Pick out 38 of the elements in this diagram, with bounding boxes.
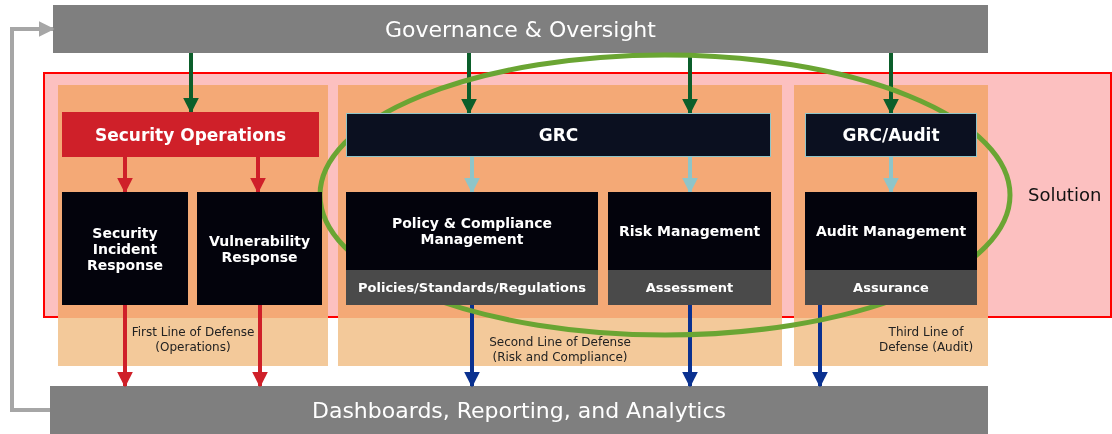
module-box: [805, 192, 977, 305]
category-bar: Assurance: [805, 270, 977, 305]
arrow: [252, 305, 268, 388]
module-title: Policy & Compliance Management: [390, 215, 554, 247]
arrow: [461, 53, 477, 115]
module-box: [197, 192, 322, 305]
module-title: Audit Management: [815, 223, 967, 239]
category-bar: Assessment: [608, 270, 771, 305]
module-header: GRC: [346, 113, 771, 157]
category-bar: Policies/Standards/Regulations: [346, 270, 598, 305]
module-header: Security Operations: [62, 112, 319, 157]
module-box: [346, 192, 598, 305]
arrow: [883, 53, 899, 115]
lane-panel: [58, 85, 328, 366]
module-box: [608, 192, 771, 305]
arrow: [250, 157, 266, 194]
arrow: [682, 157, 698, 194]
arrow: [117, 305, 133, 388]
lane-label: Second Line of Defense (Risk and Compliance): [488, 335, 632, 365]
region-label: Solution: [1028, 184, 1102, 205]
module-title: Risk Management: [618, 223, 761, 239]
arrow: [883, 157, 899, 194]
lane-panel: [338, 85, 782, 366]
arrow: [117, 157, 133, 194]
header-bar: Dashboards, Reporting, and Analytics: [50, 386, 988, 434]
module-title: Vulnerability Response: [207, 232, 312, 265]
arrow: [812, 305, 828, 388]
arrow: [464, 157, 480, 194]
lane-label: Third Line of Defense (Audit): [877, 325, 975, 355]
module-box: [62, 192, 188, 305]
arrow: [10, 21, 55, 412]
arrow: [682, 305, 698, 388]
lane-label: First Line of Defense (Operations): [130, 325, 256, 355]
module-header: GRC/Audit: [805, 113, 977, 157]
module-title: Security Incident Response: [85, 224, 164, 273]
header-bar: Governance & Oversight: [53, 5, 988, 53]
arrow: [183, 53, 199, 114]
lane-panel: [794, 85, 988, 366]
